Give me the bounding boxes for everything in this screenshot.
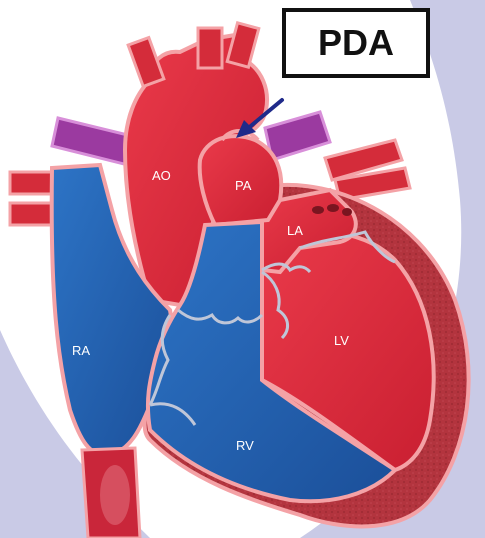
label-lv: LV bbox=[334, 333, 349, 348]
pda-title-box: PDA bbox=[282, 8, 430, 78]
pda-title: PDA bbox=[318, 22, 394, 64]
label-ao: AO bbox=[152, 168, 171, 183]
label-ra: RA bbox=[72, 343, 90, 358]
ivc-highlight bbox=[100, 465, 130, 525]
label-rv: RV bbox=[236, 438, 254, 453]
label-la: LA bbox=[287, 223, 303, 238]
label-pa: PA bbox=[235, 178, 252, 193]
